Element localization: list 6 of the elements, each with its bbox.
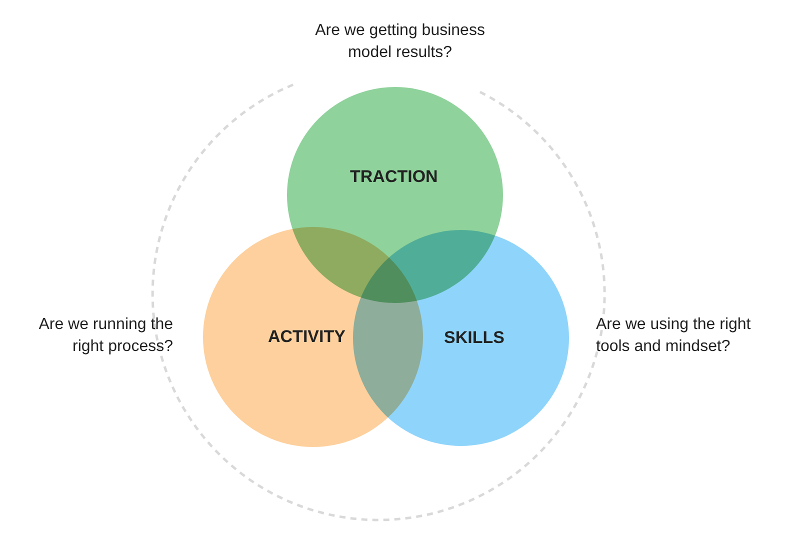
question-text: Are we getting business model results? bbox=[314, 21, 486, 63]
circle-label: ACTIVITY bbox=[268, 327, 346, 347]
question-text: Are we using the right tools and mindset? bbox=[596, 315, 752, 357]
circle-label: SKILLS bbox=[444, 328, 504, 348]
question-text: Are we running the right process? bbox=[38, 315, 173, 357]
circle-label: TRACTION bbox=[350, 167, 438, 187]
